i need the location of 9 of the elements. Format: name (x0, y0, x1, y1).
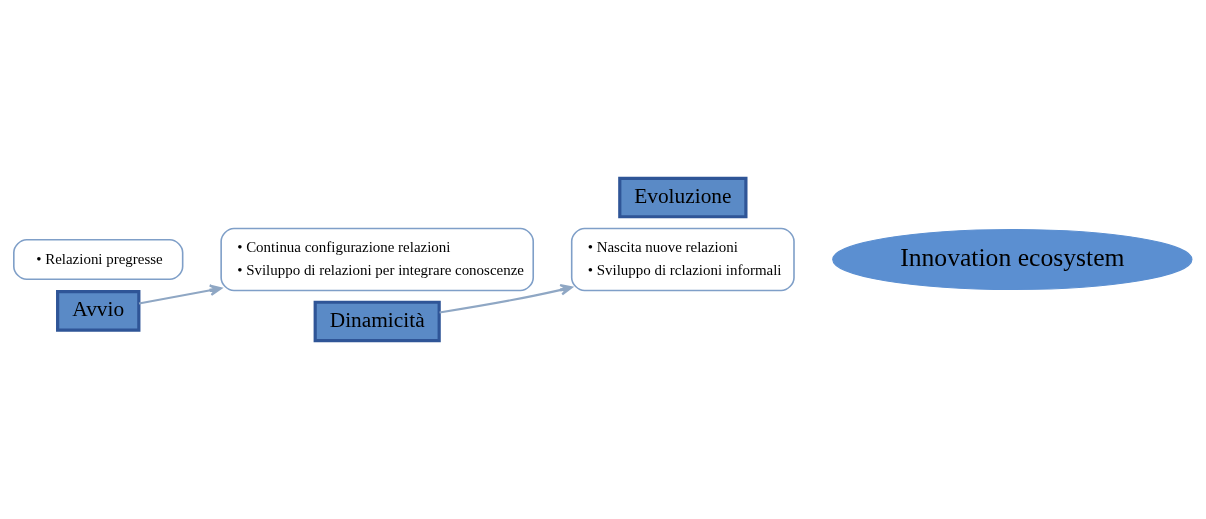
node-box: • Nascita nuove relazioni • Sviluppo di rclazioni informali (570, 227, 795, 292)
arrow (439, 284, 573, 314)
node-box: Evoluzione (618, 176, 748, 219)
node-ellipse: Innovation ecosystem (832, 228, 1193, 291)
arrow (138, 284, 223, 305)
node-box: Dinamicità (313, 300, 441, 343)
node-box: • Relazioni pregresse (13, 238, 184, 281)
node-box: • Continua configurazione relazioni • Sviluppo di relazioni per integrare conoscenze (220, 227, 534, 292)
node-box: Avvio (56, 289, 141, 332)
